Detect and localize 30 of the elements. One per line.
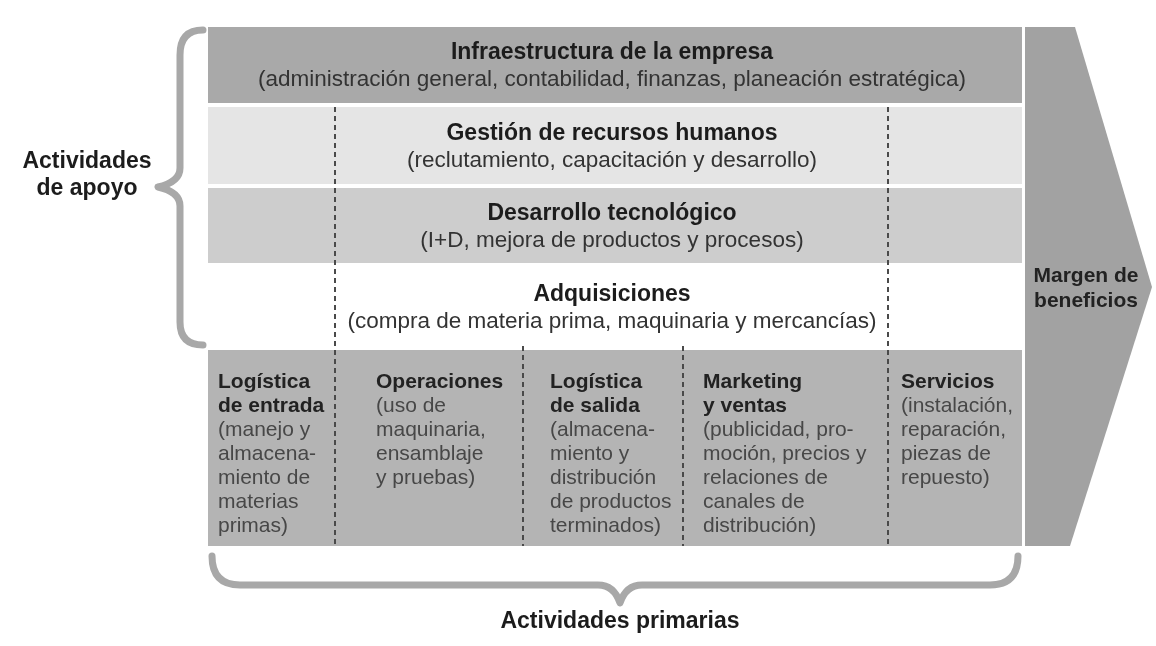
band-description: (compra de materia prima, maquinaria y mercancías) — [347, 307, 877, 334]
column-title: Servicios — [901, 369, 996, 393]
activity-column — [523, 350, 683, 546]
column-description: (instalación, reparación, piezas de repuesto) — [901, 393, 1015, 489]
activity-column — [683, 350, 888, 546]
activity-band — [208, 107, 1022, 184]
activity-column — [888, 350, 1022, 546]
activity-column — [208, 350, 335, 546]
margin-arrow — [1025, 27, 1152, 546]
activity-band — [208, 27, 1022, 103]
column-title: Logística de entrada — [218, 369, 326, 417]
column-description: (publicidad, pro- moción, precios y relaciones de canales de distribución) — [703, 417, 868, 537]
activity-band — [208, 188, 1022, 263]
activity-column — [335, 350, 523, 546]
column-title: Logística de salida — [550, 369, 644, 417]
band-title: Desarrollo tecnológico — [487, 198, 737, 226]
band-description: (administración general, contabilidad, finanzas, planeación estratégica) — [258, 65, 966, 92]
column-description: (uso de maquinaria, ensamblaje y pruebas) — [376, 393, 487, 489]
column-title: Operaciones — [376, 369, 505, 393]
column-title: Marketing y ventas — [703, 369, 804, 417]
band-description: (reclutamiento, capacitación y desarrollo) — [406, 145, 818, 173]
band-title: Infraestructura de la empresa — [450, 38, 774, 65]
group-label: Actividades primarias — [499, 607, 741, 634]
column-description: (manejo y almacena- miento de materias primas) — [218, 417, 318, 537]
band-description: (I+D, mejora de productos y procesos) — [420, 225, 804, 253]
band-title: Gestión de recursos humanos — [446, 118, 778, 146]
column-description: (almacena- miento y distribución de productos terminados) — [550, 417, 673, 537]
group-label: Actividades de apoyo — [21, 147, 153, 201]
margin-label: Margen de beneficios — [1032, 262, 1140, 312]
band-title: Adquisiciones — [533, 280, 691, 307]
